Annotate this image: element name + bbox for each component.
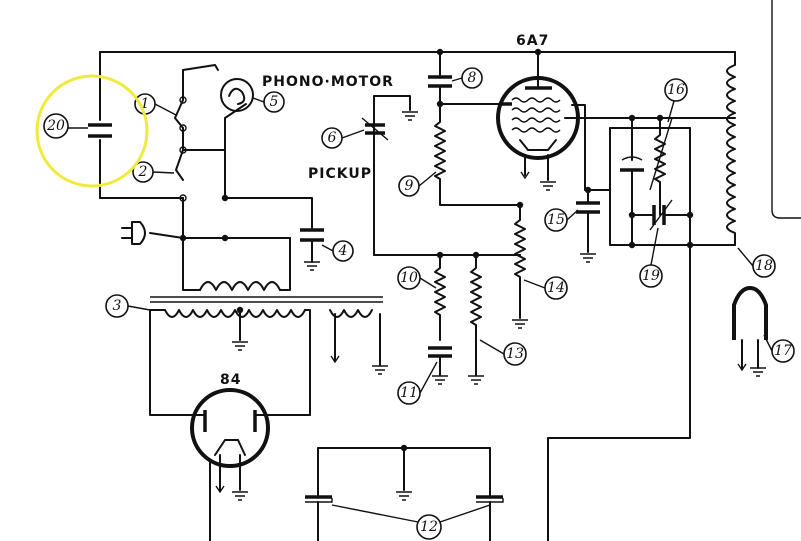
callout-4-text: 4 (338, 243, 348, 259)
callout-12: 12 (416, 514, 442, 540)
callout-8-text: 8 (468, 70, 477, 86)
phono-pickup (361, 95, 418, 256)
power-transformer (149, 237, 388, 416)
rectifier-tube-84 (190, 388, 311, 541)
callout-10: 10 (397, 266, 437, 290)
input-network (373, 51, 528, 385)
capacitor-4 (224, 197, 324, 271)
phono-motor (220, 78, 254, 199)
highlight-circle (35, 74, 149, 188)
callout-13-text: 13 (506, 346, 524, 362)
callout-6-text: 6 (328, 130, 337, 146)
callout-17-text: 17 (774, 343, 792, 359)
switch-1 (174, 64, 219, 132)
callout-10-text: 10 (400, 270, 418, 286)
label-pickup: PICKUP (308, 166, 372, 182)
label-84: 84 (220, 372, 241, 388)
oscillator-network (609, 51, 736, 246)
capacitor-15 (576, 189, 611, 263)
callout-1: 1 (134, 93, 177, 116)
main-wiring (99, 0, 801, 219)
label-phono-motor: PHONO·MOTOR (262, 74, 394, 90)
callout-14: 14 (523, 276, 568, 300)
callout-2-text: 2 (138, 164, 148, 180)
callout-18: 18 (737, 247, 776, 278)
callout-5-text: 5 (270, 94, 279, 110)
callout-16: 16 (664, 78, 688, 123)
callout-2: 2 (132, 161, 175, 183)
callout-17: 17 (763, 334, 795, 363)
callout-9-text: 9 (405, 178, 414, 194)
callout-3-text: 3 (113, 298, 122, 314)
callout-14-text: 14 (547, 280, 565, 296)
callout-1-text: 1 (141, 96, 150, 112)
callout-18-text: 18 (755, 258, 773, 274)
label-6a7: 6A7 (516, 33, 549, 49)
callout-5: 5 (252, 91, 285, 113)
callout-20: 20 (43, 113, 69, 139)
callout-8: 8 (451, 67, 483, 89)
callout-20-text: 20 (46, 118, 65, 134)
switch-2 (175, 127, 226, 239)
callout-13: 13 (479, 339, 527, 366)
b-plus-feed (547, 244, 691, 541)
callout-3: 3 (105, 294, 151, 318)
callout-19: 19 (639, 227, 663, 288)
callout-9: 9 (398, 171, 437, 197)
converter-tube-6a7 (496, 51, 736, 191)
callout-16-text: 16 (667, 82, 685, 98)
callout-11-text: 11 (400, 385, 418, 401)
callout-19-text: 19 (642, 268, 660, 284)
power-plug (121, 221, 226, 245)
filter-capacitors-12 (305, 447, 504, 541)
dial-lamp-17 (732, 285, 768, 377)
callout-11: 11 (397, 361, 438, 405)
callout-4: 4 (321, 240, 354, 262)
junction-dots (179, 48, 694, 452)
callout-15: 15 (544, 208, 579, 232)
callout-15-text: 15 (547, 212, 565, 228)
capacitor-20 (68, 123, 112, 138)
callout-6: 6 (321, 127, 365, 149)
callout-12-text: 12 (420, 519, 438, 535)
